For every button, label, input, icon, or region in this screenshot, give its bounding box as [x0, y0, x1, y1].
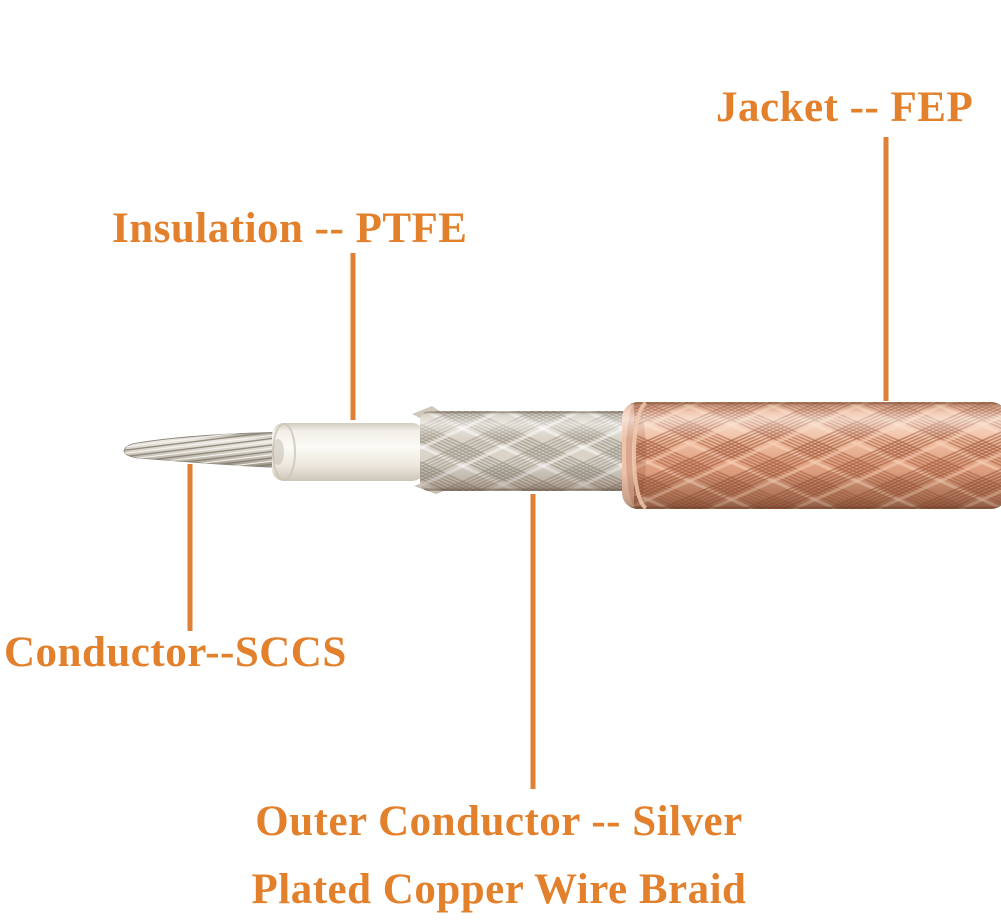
label-outer-conductor-line1: Outer Conductor -- Silver [255, 798, 743, 845]
label-conductor-sccs: Conductor--SCCS [4, 629, 347, 676]
cable-part-center-conductor [123, 431, 293, 469]
cable-part-outer-braid [412, 406, 632, 494]
label-outer-conductor-line2: Plated Copper Wire Braid [251, 866, 747, 913]
cable-part-jacket [622, 401, 1001, 510]
cable-part-insulation [272, 423, 424, 481]
label-outer-conductor: Outer Conductor -- Silver Plated Copper … [149, 788, 849, 924]
label-insulation-ptfe: Insulation -- PTFE [112, 205, 468, 252]
label-jacket-fep: Jacket -- FEP [716, 84, 974, 131]
